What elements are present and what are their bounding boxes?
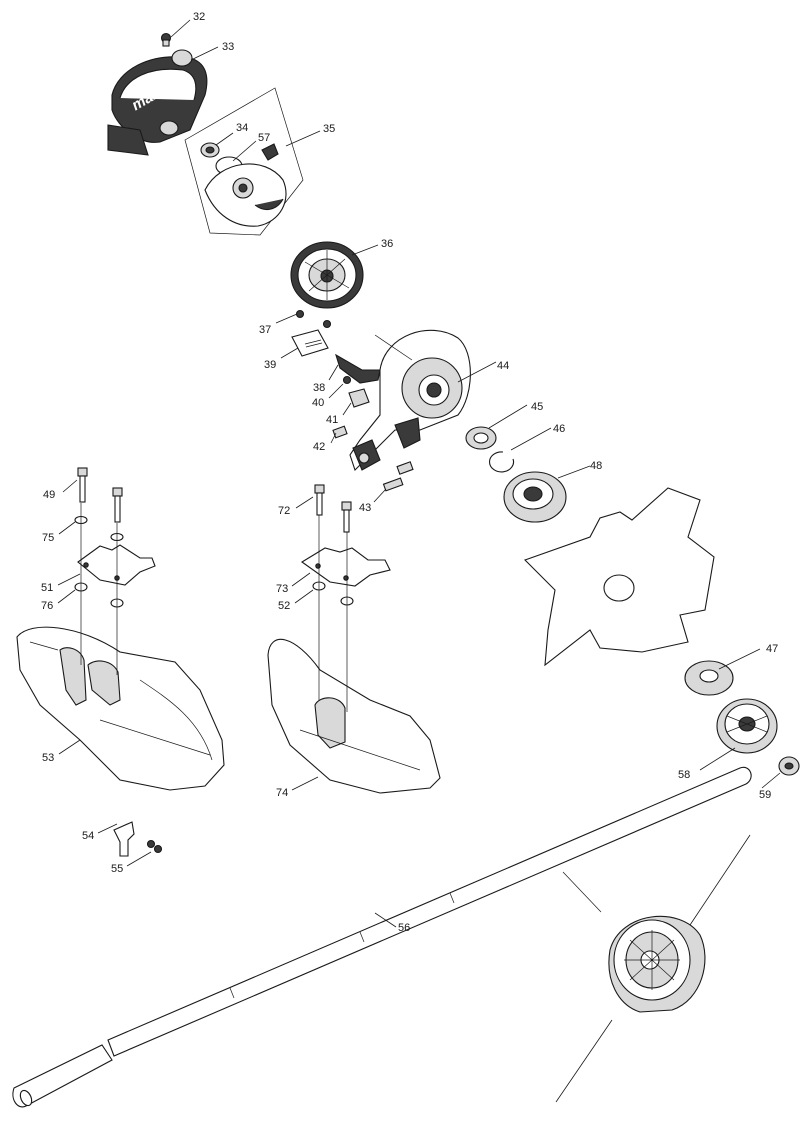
part-55-screws [146,839,163,854]
part-46-snap-ring [488,451,515,473]
part-53-guard [16,626,225,791]
callout-54: 54 [82,830,94,842]
callout-36: 36 [381,238,393,250]
callout-46: 46 [553,423,565,435]
callout-53: 53 [42,752,54,764]
part-74-guard [267,638,441,794]
blade-4-tooth [523,487,715,667]
part-36-housing-cover [290,241,364,309]
callout-51: 51 [41,582,53,594]
callout-72: 72 [278,505,290,517]
part-59-nut [778,756,800,776]
callout-33: 33 [222,41,234,53]
part-58-cover [716,698,778,754]
callout-43: 43 [359,502,371,514]
part-39-plate [291,329,329,357]
callout-41: 41 [326,414,338,426]
part-53-alignment-lines [80,503,118,675]
part-54-plate [113,821,135,857]
callout-37: 37 [259,324,271,336]
part-48-flange [503,471,567,523]
part-33-cover: makita [107,49,208,156]
part-74-alignment-lines [318,515,348,712]
part-40-screw [342,375,352,385]
callout-73: 73 [276,583,288,595]
part-43-bolts [382,461,414,492]
part-41-block [348,388,370,408]
part-49-bolt [77,467,123,523]
callout-75: 75 [42,532,54,544]
callout-49: 49 [43,489,55,501]
part-45-bearing [465,426,497,450]
callout-38: 38 [313,382,325,394]
callout-44: 44 [497,360,509,372]
part-76-nut [74,582,124,608]
part-37-screw [295,309,332,329]
callout-39: 39 [264,359,276,371]
callout-40: 40 [312,397,324,409]
callout-76: 76 [41,600,53,612]
callout-56: 56 [398,922,410,934]
callout-34: 34 [236,122,248,134]
callout-48: 48 [590,460,602,472]
part-47-washer [684,660,734,696]
part-56-shaft [12,766,752,1108]
part-32-screw [160,32,172,47]
callout-42: 42 [313,441,325,453]
callout-45: 45 [531,401,543,413]
leader-lines [57,19,781,928]
part-38-bracket [335,353,381,384]
callout-52: 52 [278,600,290,612]
callout-57: 57 [258,132,270,144]
part-44-gear-housing [349,329,471,472]
callout-labels: 32 33 34 35 57 36 37 39 38 40 41 42 43 4… [41,11,778,934]
trimmer-head [555,834,751,1103]
part-51-bracket [77,544,156,586]
callout-74: 74 [276,787,288,799]
part-73-bracket [301,547,391,587]
part-34-bearing [200,142,220,158]
part-72-bolt [314,484,352,533]
callout-55: 55 [111,863,123,875]
part-35-fan-plate [204,143,287,227]
callout-47: 47 [766,643,778,655]
callout-32: 32 [193,11,205,23]
callout-35: 35 [323,123,335,135]
callout-59: 59 [759,789,771,801]
callout-58: 58 [678,769,690,781]
part-42-bolt [332,425,348,439]
